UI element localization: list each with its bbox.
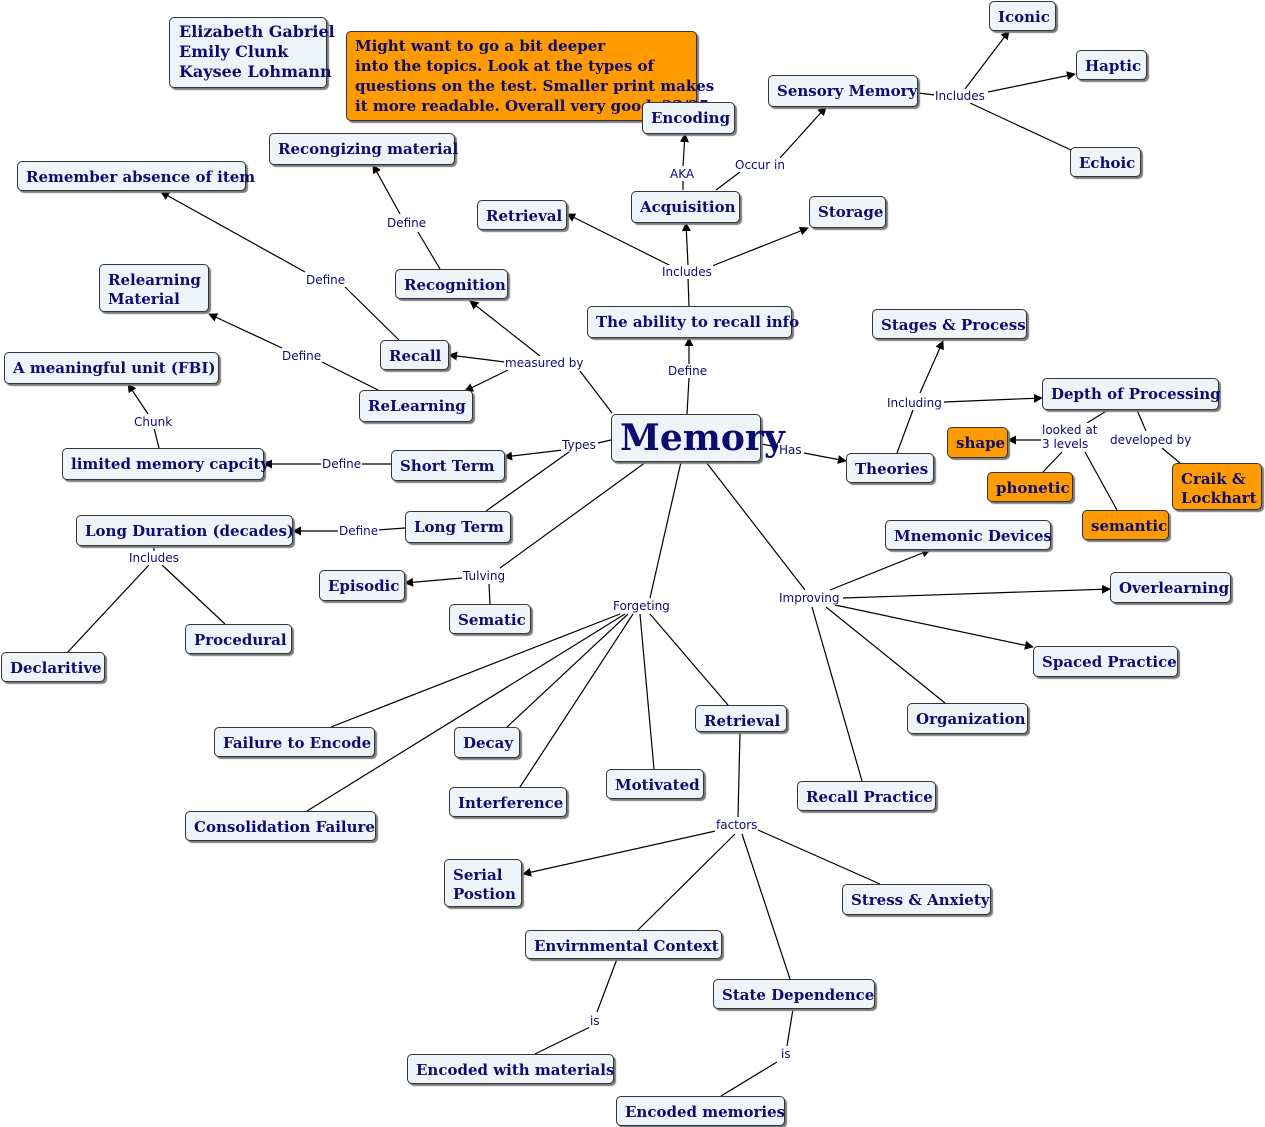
node-semantic[interactable]: semantic (1082, 510, 1169, 540)
node-meaningful-unit[interactable]: A meaningful unit (FBI) (4, 352, 219, 384)
label-tulving: Tulving (462, 569, 507, 583)
node-encoded-materials[interactable]: Encoded with materials (407, 1054, 614, 1084)
authors-box: Elizabeth Gabriel Emily Clunk Kaysee Loh… (169, 17, 335, 88)
node-long-duration[interactable]: Long Duration (decades) (76, 515, 294, 546)
node-decay[interactable]: Decay (454, 727, 520, 758)
node-depth-processing[interactable]: Depth of Processing (1042, 378, 1221, 410)
node-recognition[interactable]: Recognition (395, 269, 508, 299)
node-motivated[interactable]: Motivated (606, 769, 704, 799)
node-retrieval-forget[interactable]: Retrieval (695, 705, 787, 732)
node-ability[interactable]: The ability to recall info (587, 306, 799, 338)
node-consolidation-failure[interactable]: Consolidation Failure (185, 811, 376, 841)
node-episodic[interactable]: Episodic (319, 570, 405, 601)
label-define: Define (386, 216, 428, 230)
node-relearning-material[interactable]: Relearning Material (99, 264, 209, 312)
node-failure-encode[interactable]: Failure to Encode (214, 727, 375, 757)
node-organization[interactable]: Organization (907, 703, 1028, 734)
node-acquisition[interactable]: Acquisition (631, 191, 740, 223)
node-short-term[interactable]: Short Term (391, 450, 505, 481)
label-define: Define (281, 349, 323, 363)
label-including: Including (886, 396, 943, 410)
node-state-dependence[interactable]: State Dependence (713, 979, 875, 1009)
label-factors: factors (715, 818, 759, 832)
node-iconic[interactable]: Iconic (989, 1, 1056, 31)
node-procedural[interactable]: Procedural (185, 624, 292, 654)
node-recognizing-material[interactable]: Recongizing material (269, 133, 458, 165)
node-relearning[interactable]: ReLearning (359, 390, 473, 422)
node-phonetic[interactable]: phonetic (987, 472, 1073, 502)
label-includes: Includes (128, 551, 180, 565)
node-craik-lockhart[interactable]: Craik & Lockhart (1172, 463, 1262, 510)
node-stages-process[interactable]: Stages & Process (872, 309, 1027, 339)
label-define: Define (321, 457, 363, 471)
node-limited-capacity[interactable]: limited memory capcity (62, 448, 269, 480)
node-long-term[interactable]: Long Term (405, 511, 511, 543)
label-occur-in: Occur in (734, 158, 786, 172)
node-declaritive[interactable]: Declaritive (1, 652, 105, 682)
label-define: Define (338, 524, 380, 538)
node-recall[interactable]: Recall (380, 340, 449, 370)
node-mnemonic-devices[interactable]: Mnemonic Devices (885, 520, 1052, 550)
label-includes: Includes (934, 89, 986, 103)
node-recall-practice[interactable]: Recall Practice (797, 781, 936, 811)
label-define: Define (667, 364, 709, 378)
node-stress-anxiety[interactable]: Stress & Anxiety (842, 884, 991, 915)
label-types: Types (561, 438, 597, 452)
node-interference[interactable]: Interference (449, 787, 567, 817)
node-retrieval-top[interactable]: Retrieval (477, 200, 567, 230)
label-has: Has (778, 443, 803, 457)
node-echoic[interactable]: Echoic (1070, 147, 1141, 177)
node-spaced-practice[interactable]: Spaced Practice (1033, 646, 1178, 677)
node-shape[interactable]: shape (947, 427, 1008, 458)
label-improving: Improving (778, 591, 841, 605)
label-aka: AKA (669, 167, 696, 181)
label-forgeting: Forgeting (612, 599, 671, 613)
label-define: Define (305, 273, 347, 287)
node-overlearning[interactable]: Overlearning (1110, 572, 1231, 603)
node-memory[interactable]: Memory (611, 414, 785, 462)
node-remember-absence[interactable]: Remember absence of item (17, 161, 255, 191)
node-serial-position[interactable]: Serial Postion (444, 859, 522, 907)
label-measured-by: measured by (504, 356, 585, 370)
node-theories[interactable]: Theories (846, 453, 934, 483)
node-storage[interactable]: Storage (809, 196, 886, 228)
node-sematic[interactable]: Sematic (449, 604, 531, 634)
label-looked-at: looked at 3 levels (1041, 423, 1099, 451)
label-includes: Includes (661, 265, 713, 279)
label-is: is (780, 1047, 792, 1061)
node-sensory-memory[interactable]: Sensory Memory (768, 75, 918, 107)
node-haptic[interactable]: Haptic (1076, 50, 1147, 80)
label-is: is (589, 1014, 601, 1028)
label-chunk: Chunk (133, 415, 174, 429)
node-encoded-memories[interactable]: Encoded memories (616, 1096, 785, 1126)
node-encoding[interactable]: Encoding (642, 102, 735, 134)
node-environmental-context[interactable]: Envirnmental Context (525, 930, 722, 959)
label-developed-by: developed by (1109, 433, 1193, 447)
